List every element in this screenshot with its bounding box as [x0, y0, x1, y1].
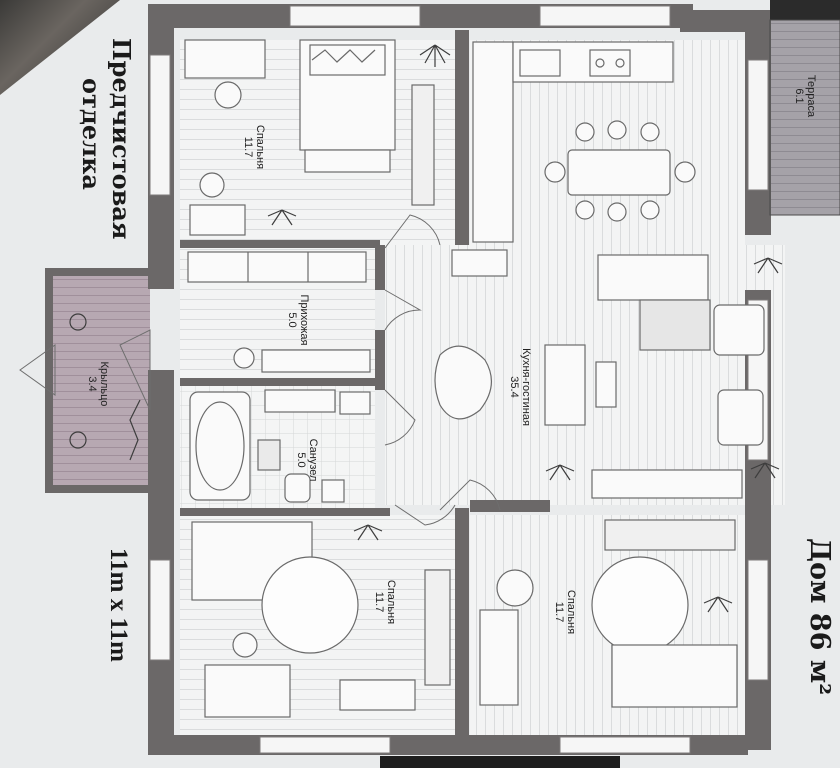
living-furniture	[434, 254, 765, 499]
room-name: Прихожая	[298, 294, 310, 346]
room-label-bedroom-1: Спальня 11.7	[242, 107, 266, 187]
room-label-bedroom-3: Спальня 11.7	[553, 572, 577, 652]
room-name: Санузел	[307, 438, 319, 482]
finish-type-line-2: отделка	[77, 78, 106, 190]
doors	[19, 214, 501, 526]
bedroom-3-furniture	[479, 519, 738, 708]
windows	[149, 5, 769, 754]
finish-type-line-1: Предчистовая	[107, 38, 136, 240]
room-area: 5.0	[286, 312, 298, 328]
photo-background-strip	[380, 756, 620, 768]
room-name: Спальня	[565, 589, 577, 635]
room-label-terrace: Терраса 6.1	[793, 66, 817, 126]
room-name: Спальня	[385, 579, 397, 625]
room-area: 6.1	[793, 88, 805, 104]
room-area: 11.7	[553, 601, 565, 623]
room-label-hallway: Прихожая 5.0	[286, 280, 310, 360]
room-area: 11.7	[242, 136, 254, 158]
hall-bath-furniture	[187, 251, 371, 503]
room-name: Спальня	[254, 124, 266, 170]
room-area: 11.7	[373, 591, 385, 613]
bedroom-1-furniture	[184, 39, 435, 236]
kitchen-furniture	[451, 41, 696, 277]
room-label-kitchen-living: Кухня-гостиная 35.4	[508, 327, 532, 447]
room-label-porch: Крыльцо 3.4	[86, 344, 110, 424]
room-name: Терраса	[805, 74, 817, 118]
terrace-outline	[769, 19, 840, 216]
house-dimensions: 11m x 11m	[105, 548, 132, 662]
photo-background-corner-right	[770, 0, 840, 20]
room-name: Крыльцо	[98, 361, 110, 407]
house-title: Дом 86 м²	[804, 538, 835, 696]
room-area: 3.4	[86, 376, 98, 392]
room-label-bathroom: Санузел 5.0	[295, 420, 319, 500]
room-name: Кухня-гостиная	[520, 348, 532, 426]
room-area: 5.0	[295, 452, 307, 468]
bedroom-2-furniture	[191, 521, 451, 718]
plant-icon	[267, 44, 783, 613]
room-label-bedroom-2: Спальня 11.7	[373, 562, 397, 642]
porch-decor	[69, 313, 141, 461]
room-area: 35.4	[508, 376, 520, 398]
